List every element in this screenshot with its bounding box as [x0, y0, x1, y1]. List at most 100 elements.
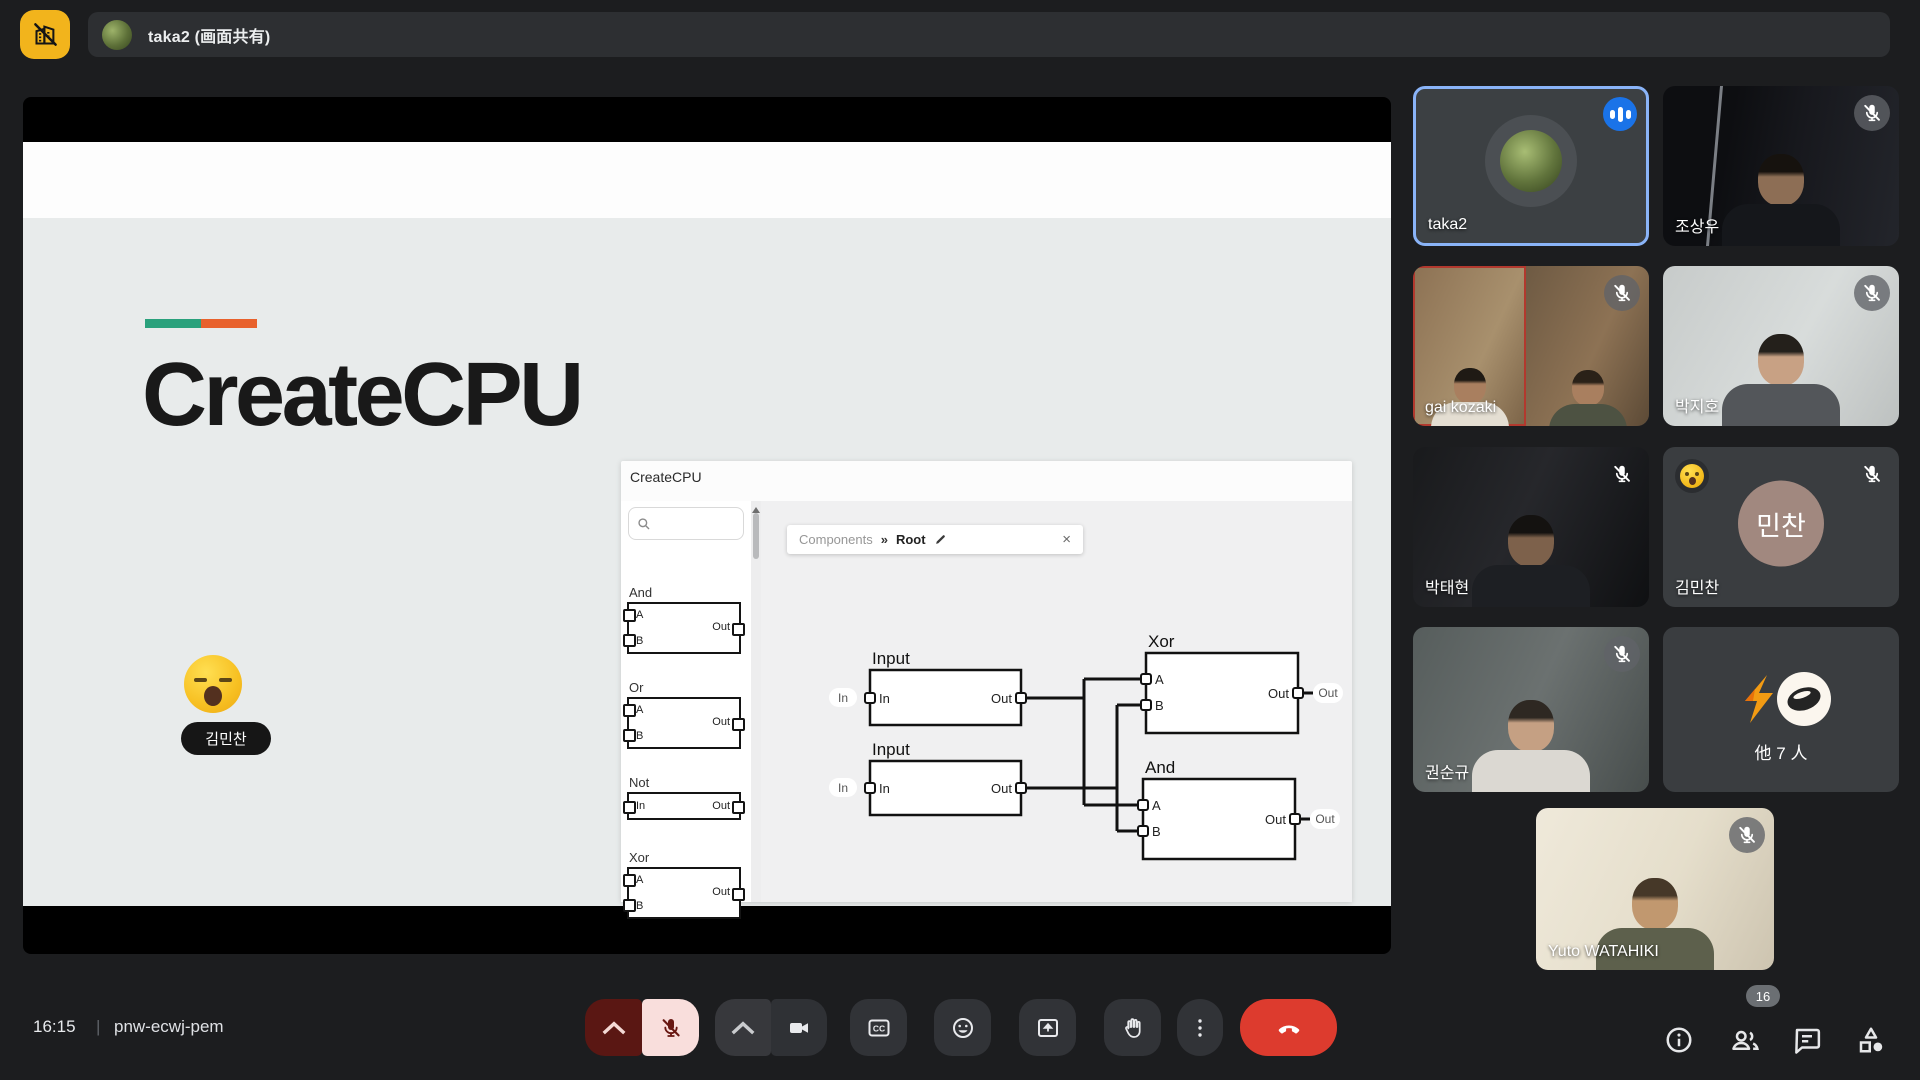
search-icon — [638, 517, 650, 529]
svg-text:Input: Input — [872, 649, 910, 668]
slide-accent-bar — [145, 319, 257, 328]
participants-button[interactable] — [1730, 1011, 1760, 1068]
more-options-button[interactable] — [1177, 999, 1223, 1056]
leave-call-button[interactable] — [1240, 999, 1337, 1056]
presenting-banner: taka2 (画面共有) — [88, 12, 1890, 57]
participant-name: 박태현 — [1425, 580, 1470, 597]
raise-hand-button[interactable] — [1104, 999, 1161, 1056]
breadcrumb: Components » Root × — [787, 525, 1083, 554]
pin-label: Out — [712, 621, 730, 633]
participants-count-badge: 16 — [1746, 985, 1780, 1007]
tile-parkjiho[interactable]: 박지호 — [1663, 266, 1899, 426]
mic-options-chevron-button[interactable] — [585, 999, 642, 1056]
participant-video — [1466, 515, 1596, 607]
svg-text:B: B — [1155, 698, 1164, 713]
chat-button[interactable] — [1792, 1011, 1822, 1068]
tile-taka2[interactable]: taka2 — [1413, 86, 1649, 246]
reaction-sender-pill: 김민찬 — [181, 722, 271, 755]
svg-text:In: In — [879, 781, 890, 796]
tile-kimminchan[interactable]: 민찬 김민찬 — [1663, 447, 1899, 607]
palette-gate-label: Xor — [629, 850, 650, 865]
present-screen-icon — [1037, 1018, 1058, 1037]
pin-label: A — [636, 609, 644, 621]
svg-text:Out: Out — [1315, 812, 1335, 826]
participant-video — [1590, 878, 1720, 970]
camera-options-chevron-button[interactable] — [715, 999, 771, 1056]
participant-video — [1716, 154, 1846, 246]
palette-gate-or: A B Out — [623, 697, 745, 749]
svg-text:Xor: Xor — [1148, 632, 1175, 651]
svg-text:Out: Out — [991, 781, 1012, 796]
mic-off-icon — [1604, 275, 1640, 311]
participant-name: 박지호 — [1675, 399, 1720, 416]
chevron-up-icon — [731, 1020, 755, 1034]
reaction-face-icon — [1675, 459, 1709, 493]
chevron-up-icon — [602, 1020, 625, 1034]
breadcrumb-current: Root — [895, 532, 926, 547]
tile-others-overflow[interactable]: 他 7 人 — [1663, 627, 1899, 792]
pin-label: A — [636, 874, 644, 886]
camera-toggle-button[interactable] — [771, 999, 827, 1056]
participant-name: 김민찬 — [1675, 580, 1720, 597]
svg-text:Out: Out — [1268, 686, 1289, 701]
createcpu-app-mockup: CreateCPU And A B Out — [621, 461, 1352, 919]
close-icon: × — [1062, 531, 1071, 548]
pin-label: Out — [712, 886, 730, 898]
meeting-details-button[interactable] — [1664, 1011, 1694, 1068]
mic-off-icon — [1604, 456, 1640, 492]
breadcrumb-parent: Components — [799, 532, 873, 547]
palette-gate-label: Not — [629, 775, 650, 790]
mockup-app-title: CreateCPU — [630, 469, 702, 485]
tile-kwonsungyu[interactable]: 권순규 — [1413, 627, 1649, 792]
pin-label: Out — [712, 800, 730, 812]
svg-text:In: In — [879, 691, 890, 706]
participant-name: taka2 — [1428, 216, 1468, 233]
tile-parktaehyun[interactable]: 박태현 — [1413, 447, 1649, 607]
mic-off-icon — [1854, 456, 1890, 492]
participant-name: gai kozaki — [1425, 399, 1497, 416]
initials-avatar: 민찬 — [1738, 480, 1824, 567]
more-vert-icon — [1198, 1018, 1202, 1037]
tile-gai-kozaki[interactable]: gai kozaki — [1413, 266, 1649, 426]
tile-josangwoo[interactable]: 조상우 — [1663, 86, 1899, 246]
palette-gate-and: A B Out — [623, 602, 745, 654]
pin-label: B — [636, 900, 644, 912]
palette-gate-label: Or — [629, 680, 644, 695]
circuit-diagram: Input In In Out Input In — [829, 632, 1343, 861]
palette-search-input — [628, 507, 744, 540]
mic-toggle-button-muted[interactable] — [642, 999, 699, 1056]
sub-video — [1413, 266, 1527, 426]
circuit-canvas: Input In In Out Input In — [761, 501, 1352, 902]
building-disabled-icon — [33, 23, 57, 46]
overflow-count-label: 他 7 人 — [1754, 744, 1808, 763]
overflow-avatars — [1731, 671, 1831, 727]
info-icon — [1666, 1027, 1692, 1052]
activities-button[interactable] — [1856, 1011, 1886, 1068]
present-screen-button[interactable] — [1019, 999, 1076, 1056]
svg-text:Out: Out — [1318, 686, 1338, 700]
cookie-avatar-icon — [1777, 672, 1831, 726]
presenter-title: taka2 (画面共有) — [148, 28, 271, 46]
closed-captions-icon: CC — [868, 1019, 889, 1036]
clock-time: 16:15 — [33, 1017, 76, 1036]
meeting-code: pnw-ecwj-pem — [114, 1017, 224, 1036]
slide-body: CreateCPU 김민찬 CreateCPU And — [23, 218, 1391, 919]
tile-yuto-watahiki[interactable]: Yuto WATAHIKI — [1536, 808, 1774, 970]
slide-title: CreateCPU — [142, 345, 584, 445]
call-end-icon — [1278, 1025, 1299, 1033]
reactions-button[interactable] — [934, 999, 991, 1056]
pin-label: A — [636, 704, 644, 716]
pin-label: B — [636, 635, 644, 647]
raise-hand-icon — [1124, 1017, 1141, 1038]
presentation-warning-chip[interactable] — [20, 10, 70, 59]
svg-text:CC: CC — [872, 1023, 884, 1033]
pin-label: Out — [712, 716, 730, 728]
svg-text:In: In — [838, 781, 848, 795]
edit-pencil-icon — [935, 535, 945, 544]
people-icon — [1732, 1030, 1759, 1050]
participant-name: 조상우 — [1675, 219, 1720, 236]
presenter-avatar — [102, 19, 132, 50]
captions-button[interactable]: CC — [850, 999, 907, 1056]
activities-icon — [1859, 1027, 1883, 1052]
shared-screen: CreateCPU 김민찬 CreateCPU And — [23, 97, 1391, 954]
